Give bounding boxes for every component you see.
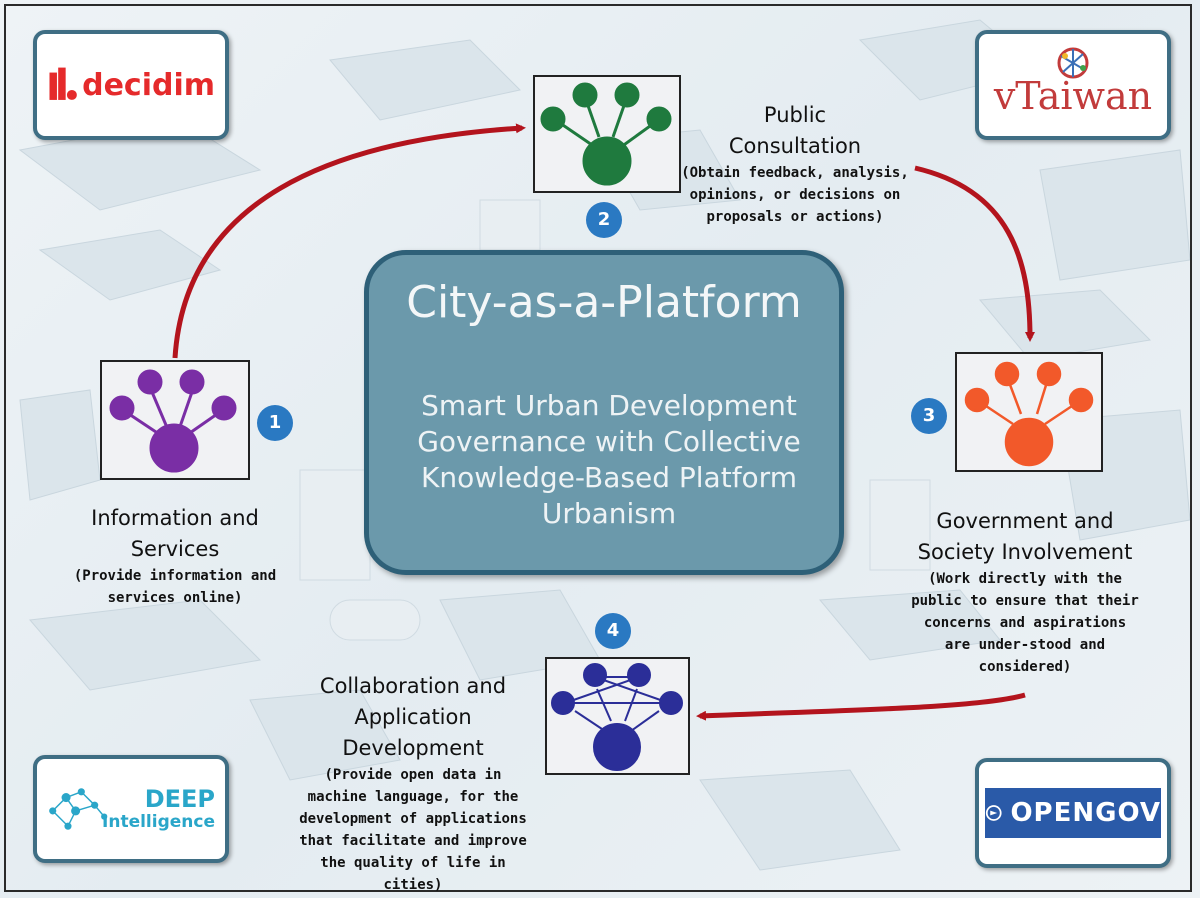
stage-2-description: opinions, or decisions on: [689, 187, 901, 203]
stage-3-title: Society Involvement: [917, 540, 1133, 564]
arrow-3-to-4: [696, 692, 1026, 721]
stage-1-description: (Provide information and: [73, 568, 277, 584]
central-title: City-as-a-Platform: [406, 277, 802, 328]
stage-3-description: are under-stood and: [944, 637, 1106, 653]
stage-2-badge: 2: [586, 202, 622, 238]
stage-1-title: Information and: [91, 506, 259, 530]
stage-1-badge: 1: [257, 405, 293, 441]
decidim-wordmark: decidim: [82, 67, 215, 103]
stage-4-title: Collaboration and: [319, 674, 507, 698]
stage-4-description: machine language, for the: [307, 789, 519, 805]
network-nodes-icon: [49, 788, 108, 830]
central-platform-panel: City-as-a-Platform Smart Urban Developme…: [364, 250, 844, 575]
stage-2-label: Public Consultation (Obtain feedback, an…: [670, 100, 920, 228]
stage-2-icon-box[interactable]: [533, 75, 681, 193]
stage-4-badge: 4: [595, 613, 631, 649]
arrow-1-to-2: [172, 123, 526, 359]
stage-1-description: services online): [107, 590, 243, 606]
stage-2-title: Public: [763, 103, 827, 127]
arrow-2-to-3: [914, 165, 1035, 342]
opengov-logo-card[interactable]: OPENGOV: [975, 758, 1171, 868]
collaboration-network-icon: [551, 663, 683, 771]
vtaiwan-globe-icon: [1057, 47, 1089, 79]
stage-2-description: (Obtain feedback, analysis,: [681, 165, 909, 181]
stage-4-icon-box[interactable]: [545, 657, 690, 775]
deep-intelligence-logo: DEEP Intelligence: [47, 769, 215, 849]
deep-intelligence-logo-card[interactable]: DEEP Intelligence: [33, 755, 229, 863]
opengov-wordmark: OPENGOV: [1010, 798, 1161, 828]
vtaiwan-logo-card[interactable]: vTaiwan: [975, 30, 1171, 140]
central-subtitle-line: Governance with Collective: [417, 425, 801, 458]
opengov-compass-icon: [985, 805, 1002, 821]
opengov-logo: OPENGOV: [985, 788, 1161, 838]
consultation-inflow-icon: [540, 82, 672, 186]
information-outflow-icon: [109, 369, 237, 473]
stage-3-description: considered): [978, 659, 1072, 675]
decidim-logo: decidim: [47, 44, 215, 126]
stage-4-title: Development: [342, 736, 484, 760]
stage-4-description: that facilitate and improve: [299, 833, 527, 849]
stage-4-description: (Provide open data in: [324, 767, 502, 783]
stage-3-badge: 3: [911, 398, 947, 434]
decidim-mark-icon: [49, 67, 77, 100]
central-subtitle-line: Knowledge-Based Platform: [421, 461, 797, 494]
stage-4-description: development of applications: [299, 811, 527, 827]
stage-1-label: Information and Services (Provide inform…: [50, 503, 300, 609]
stage-3-title: Government and: [936, 509, 1114, 533]
decidim-logo-card[interactable]: decidim: [33, 30, 229, 140]
stage-3-description: public to ensure that their: [911, 593, 1139, 609]
vtaiwan-logo: vTaiwan: [989, 44, 1157, 126]
stage-2-description: proposals or actions): [706, 209, 884, 225]
stage-4-label: Collaboration and Application Developmen…: [288, 671, 538, 896]
vtaiwan-wordmark: vTaiwan: [993, 74, 1153, 118]
stage-4-description: the quality of life in cities): [320, 855, 506, 893]
deep-wordmark: DEEP: [144, 785, 215, 813]
central-subtitle-line: Urbanism: [541, 497, 677, 530]
outer-frame: [4, 4, 1192, 892]
stage-3-icon-box[interactable]: [955, 352, 1103, 472]
stage-1-title: Services: [130, 537, 220, 561]
involvement-exchange-icon: [964, 361, 1094, 467]
stage-3-description: concerns and aspirations: [923, 615, 1127, 631]
stage-1-icon-box[interactable]: [100, 360, 250, 480]
intelligence-wordmark: Intelligence: [102, 812, 215, 832]
stage-3-description: (Work directly with the: [928, 571, 1122, 587]
stage-2-title: Consultation: [728, 134, 862, 158]
stage-3-label: Government and Society Involvement (Work…: [900, 506, 1150, 678]
central-subtitle-line: Smart Urban Development: [421, 389, 797, 422]
central-subtitle: Smart Urban Development Governance with …: [389, 388, 829, 532]
stage-4-title: Application: [354, 705, 472, 729]
